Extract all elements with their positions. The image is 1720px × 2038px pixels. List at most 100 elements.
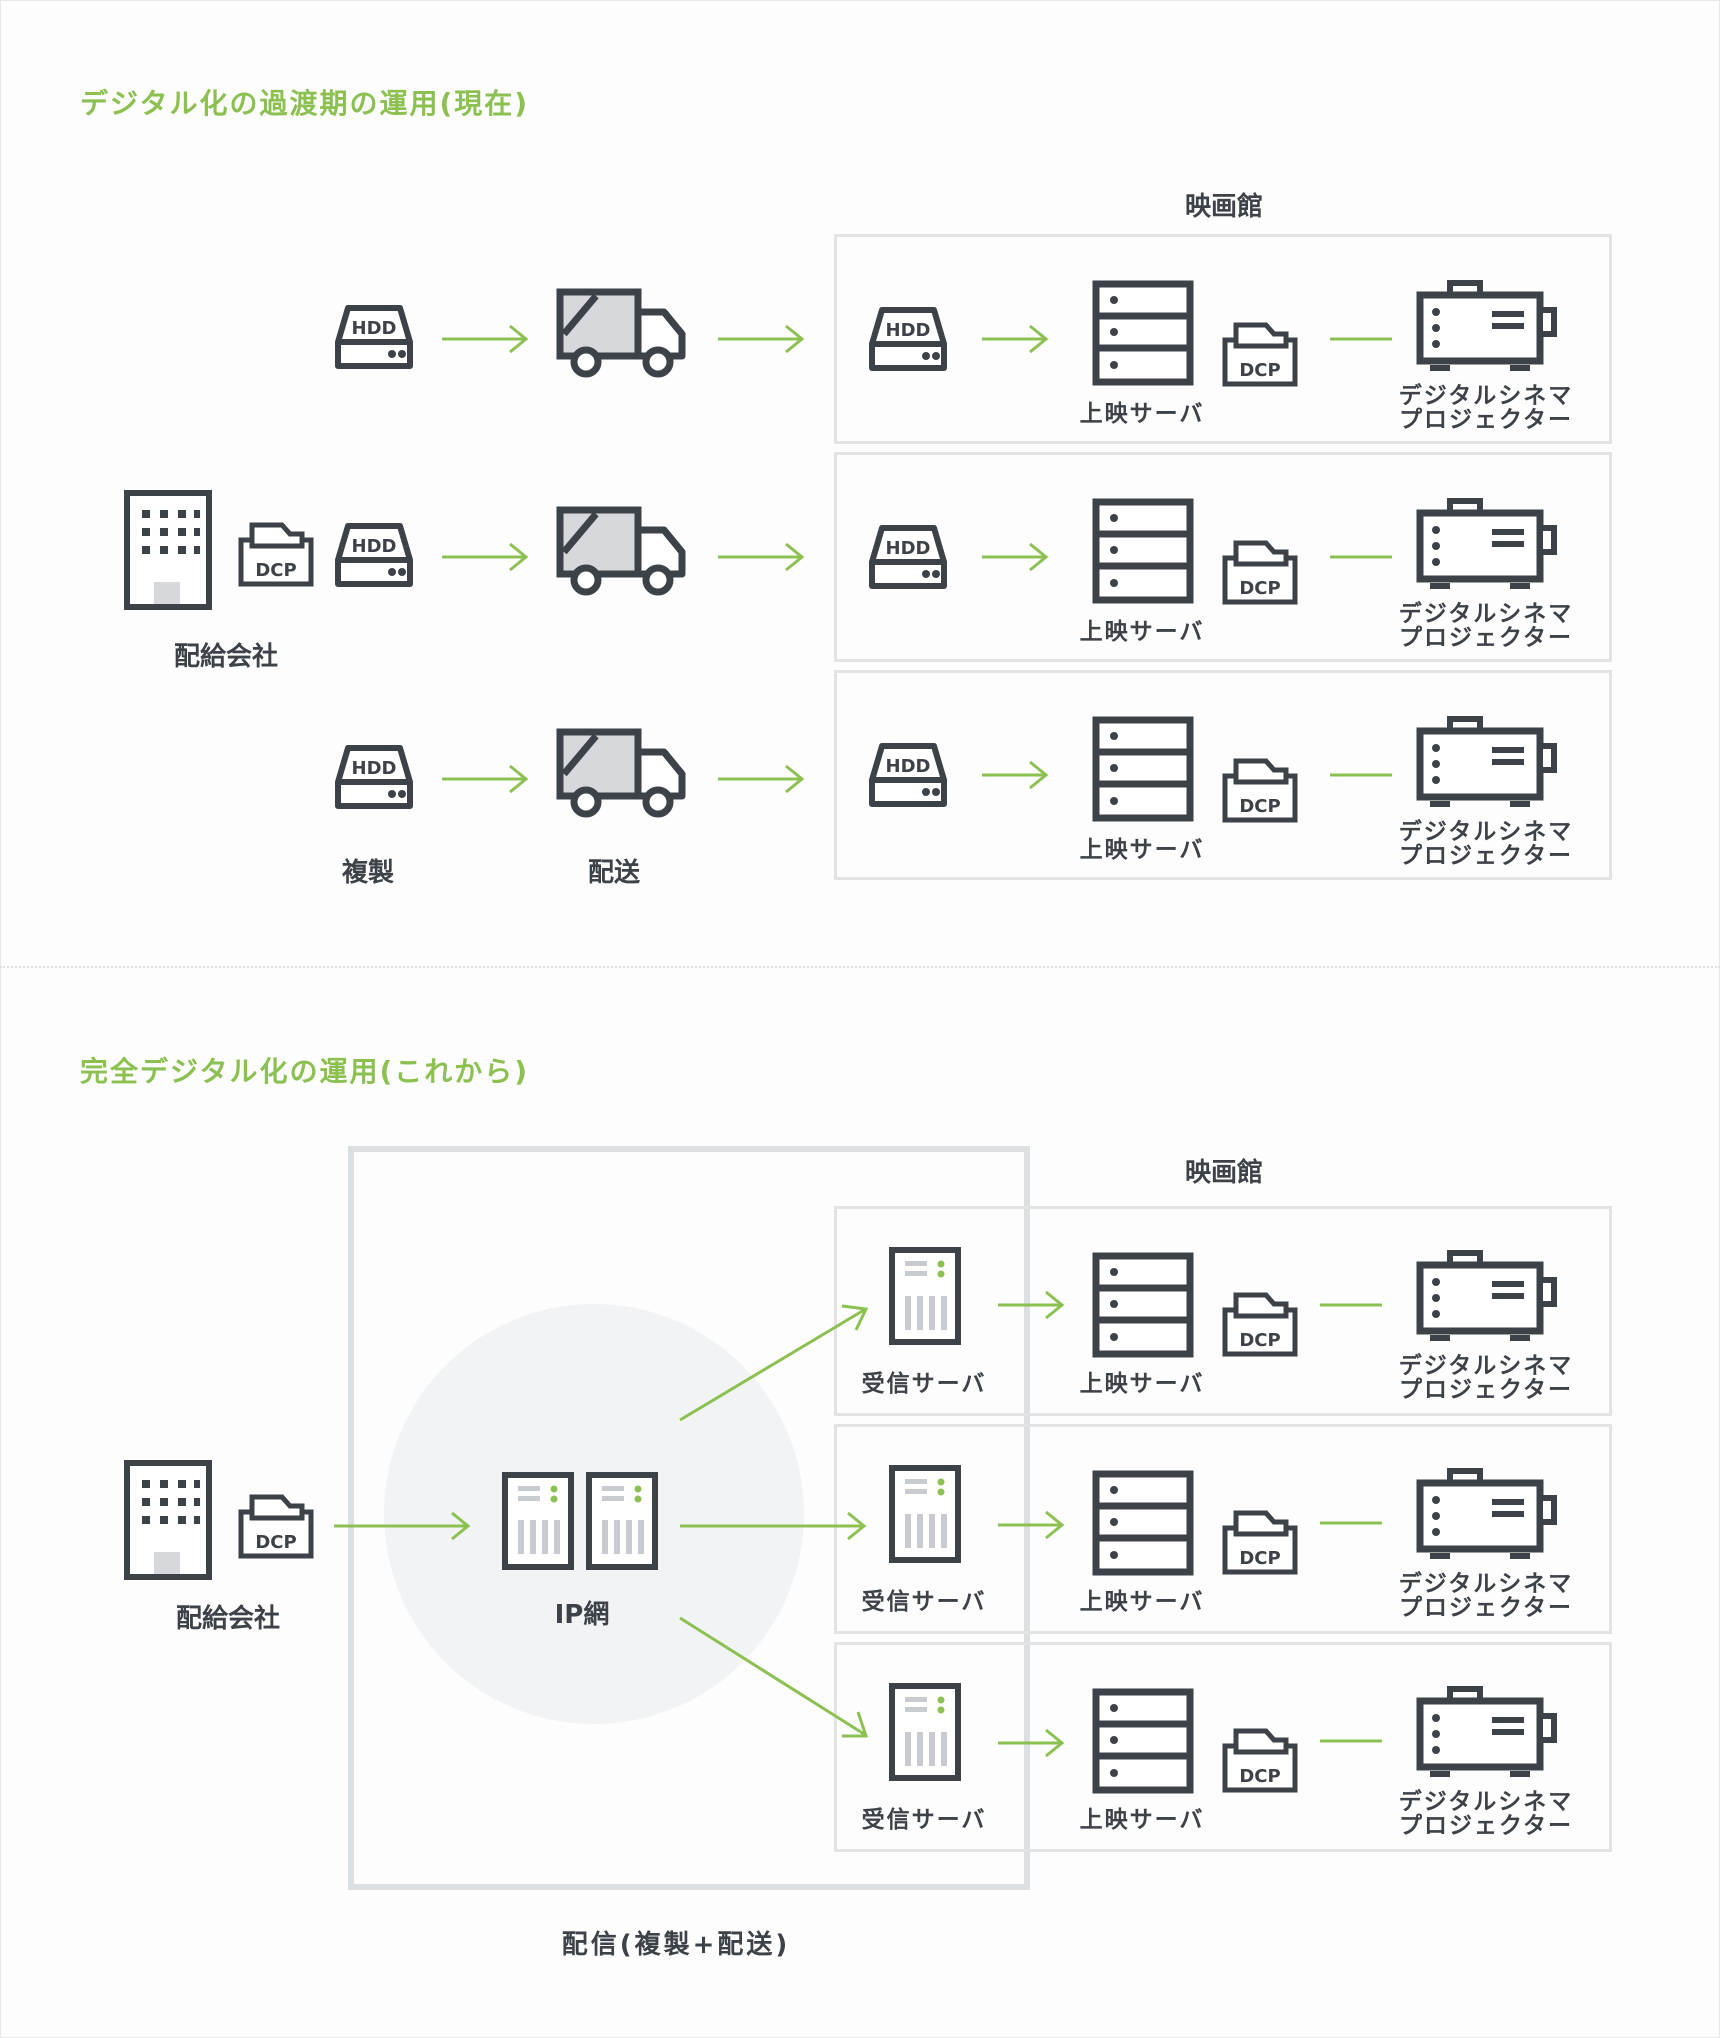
dcp-folder-icon: DCP xyxy=(238,522,314,587)
arrow-right-icon xyxy=(982,542,1049,572)
connector-line xyxy=(1330,555,1392,559)
theater-label-future: 映画館 xyxy=(1184,1158,1264,1188)
screen-server-label: 上映サーバ xyxy=(1079,401,1205,427)
screen-server-label: 上映サーバ xyxy=(1079,1807,1205,1833)
projector-label: デジタルシネマプロジェクター xyxy=(1398,383,1574,433)
dcp-folder-icon: DCP xyxy=(1222,1292,1298,1357)
svg-text:DCP: DCP xyxy=(1239,360,1280,381)
dcp-folder-icon: DCP xyxy=(1222,1510,1298,1575)
distributor-label-current: 配給会社 xyxy=(173,642,279,672)
arrow-right-icon xyxy=(998,1728,1065,1758)
projector-icon xyxy=(1416,1250,1557,1341)
receive-server-label: 受信サーバ xyxy=(861,1589,987,1615)
projector-icon xyxy=(1416,498,1557,589)
svg-text:DCP: DCP xyxy=(255,1532,296,1553)
delivery-label: 配送 xyxy=(587,858,641,888)
arrow-right-icon xyxy=(442,764,529,794)
svg-text:DCP: DCP xyxy=(1239,578,1280,599)
arrow-right-icon xyxy=(982,760,1049,790)
connector-line xyxy=(1330,773,1392,777)
svg-text:HDD: HDD xyxy=(352,536,397,557)
screen-server-label: 上映サーバ xyxy=(1079,1589,1205,1615)
connector-line xyxy=(1330,337,1392,341)
section-title-current: デジタル化の過渡期の運用(現在) xyxy=(80,87,530,120)
projector-icon xyxy=(1416,1468,1557,1559)
screen-server-label: 上映サーバ xyxy=(1079,1371,1205,1397)
screen-server-icon xyxy=(1092,716,1194,822)
distribution-arrows xyxy=(679,1304,869,1738)
arrow-right-icon xyxy=(442,542,529,572)
theater-box-1 xyxy=(834,234,1612,444)
screen-server-label: 上映サーバ xyxy=(1079,837,1205,863)
svg-text:DCP: DCP xyxy=(1239,1766,1280,1787)
theater-box-5 xyxy=(834,1424,1612,1634)
ip-network-label: IP網 xyxy=(554,1600,610,1630)
dcp-folder-icon: DCP xyxy=(1222,758,1298,823)
screen-server-icon xyxy=(1092,1252,1194,1358)
arrow-right-icon xyxy=(334,1511,471,1541)
receive-server-icon xyxy=(889,1247,961,1345)
connector-line xyxy=(1320,1521,1382,1525)
theater-label-current: 映画館 xyxy=(1184,192,1264,222)
theater-box-3 xyxy=(834,670,1612,880)
building-icon xyxy=(124,1460,212,1580)
truck-icon xyxy=(556,288,686,378)
hdd-icon: HDD xyxy=(335,305,413,369)
projector-icon xyxy=(1416,280,1557,371)
projector-label: デジタルシネマプロジェクター xyxy=(1398,1571,1574,1621)
svg-text:DCP: DCP xyxy=(1239,1548,1280,1569)
section-title-future: 完全デジタル化の運用(これから) xyxy=(80,1055,530,1088)
screen-server-icon xyxy=(1092,1688,1194,1794)
projector-label: デジタルシネマプロジェクター xyxy=(1398,601,1574,651)
arrow-right-icon xyxy=(718,764,805,794)
svg-text:HDD: HDD xyxy=(886,538,931,559)
svg-text:HDD: HDD xyxy=(352,318,397,339)
dcp-label: DCP xyxy=(255,560,296,581)
theater-box-6 xyxy=(834,1642,1612,1852)
projector-icon xyxy=(1416,1686,1557,1777)
truck-icon xyxy=(556,506,686,596)
projector-label: デジタルシネマプロジェクター xyxy=(1398,1353,1574,1403)
receive-server-label: 受信サーバ xyxy=(861,1807,987,1833)
screen-server-icon xyxy=(1092,1470,1194,1576)
receive-server-label: 受信サーバ xyxy=(861,1371,987,1397)
connector-line xyxy=(1320,1303,1382,1307)
svg-text:DCP: DCP xyxy=(1239,796,1280,817)
hdd-icon: HDD xyxy=(335,523,413,587)
theater-box-4 xyxy=(834,1206,1612,1416)
dcp-folder-icon: DCP xyxy=(1222,540,1298,605)
hdd-icon: HDD xyxy=(869,743,947,807)
arrow-right-icon xyxy=(442,324,529,354)
distributor-label-future: 配給会社 xyxy=(175,1604,281,1634)
dcp-folder-icon: DCP xyxy=(1222,1728,1298,1793)
svg-text:HDD: HDD xyxy=(352,758,397,779)
connector-line xyxy=(1320,1739,1382,1743)
ip-server-icon xyxy=(502,1472,658,1570)
projector-label: デジタルシネマプロジェクター xyxy=(1398,1789,1574,1839)
duplicate-label: 複製 xyxy=(341,858,395,888)
hdd-icon: HDD xyxy=(869,307,947,371)
screen-server-icon xyxy=(1092,280,1194,386)
dcp-folder-icon: DCP xyxy=(238,1494,314,1559)
truck-icon xyxy=(556,728,686,818)
receive-server-icon xyxy=(889,1683,961,1781)
arrow-right-icon xyxy=(718,542,805,572)
building-icon xyxy=(124,490,212,610)
hdd-icon: HDD xyxy=(869,525,947,589)
screen-server-label: 上映サーバ xyxy=(1079,619,1205,645)
svg-text:HDD: HDD xyxy=(886,320,931,341)
section-divider xyxy=(0,966,1720,968)
arrow-right-icon xyxy=(982,324,1049,354)
dcp-folder-icon: DCP xyxy=(1222,322,1298,387)
theater-box-2 xyxy=(834,452,1612,662)
screen-server-icon xyxy=(1092,498,1194,604)
svg-text:HDD: HDD xyxy=(886,756,931,777)
arrow-right-icon xyxy=(718,324,805,354)
arrow-right-icon xyxy=(998,1510,1065,1540)
distribution-caption: 配信(複製+配送) xyxy=(561,1930,791,1960)
hdd-icon: HDD xyxy=(335,745,413,809)
distribution-box xyxy=(348,1146,1030,1890)
arrow-right-icon xyxy=(998,1290,1065,1320)
receive-server-icon xyxy=(889,1465,961,1563)
svg-text:DCP: DCP xyxy=(1239,1330,1280,1351)
